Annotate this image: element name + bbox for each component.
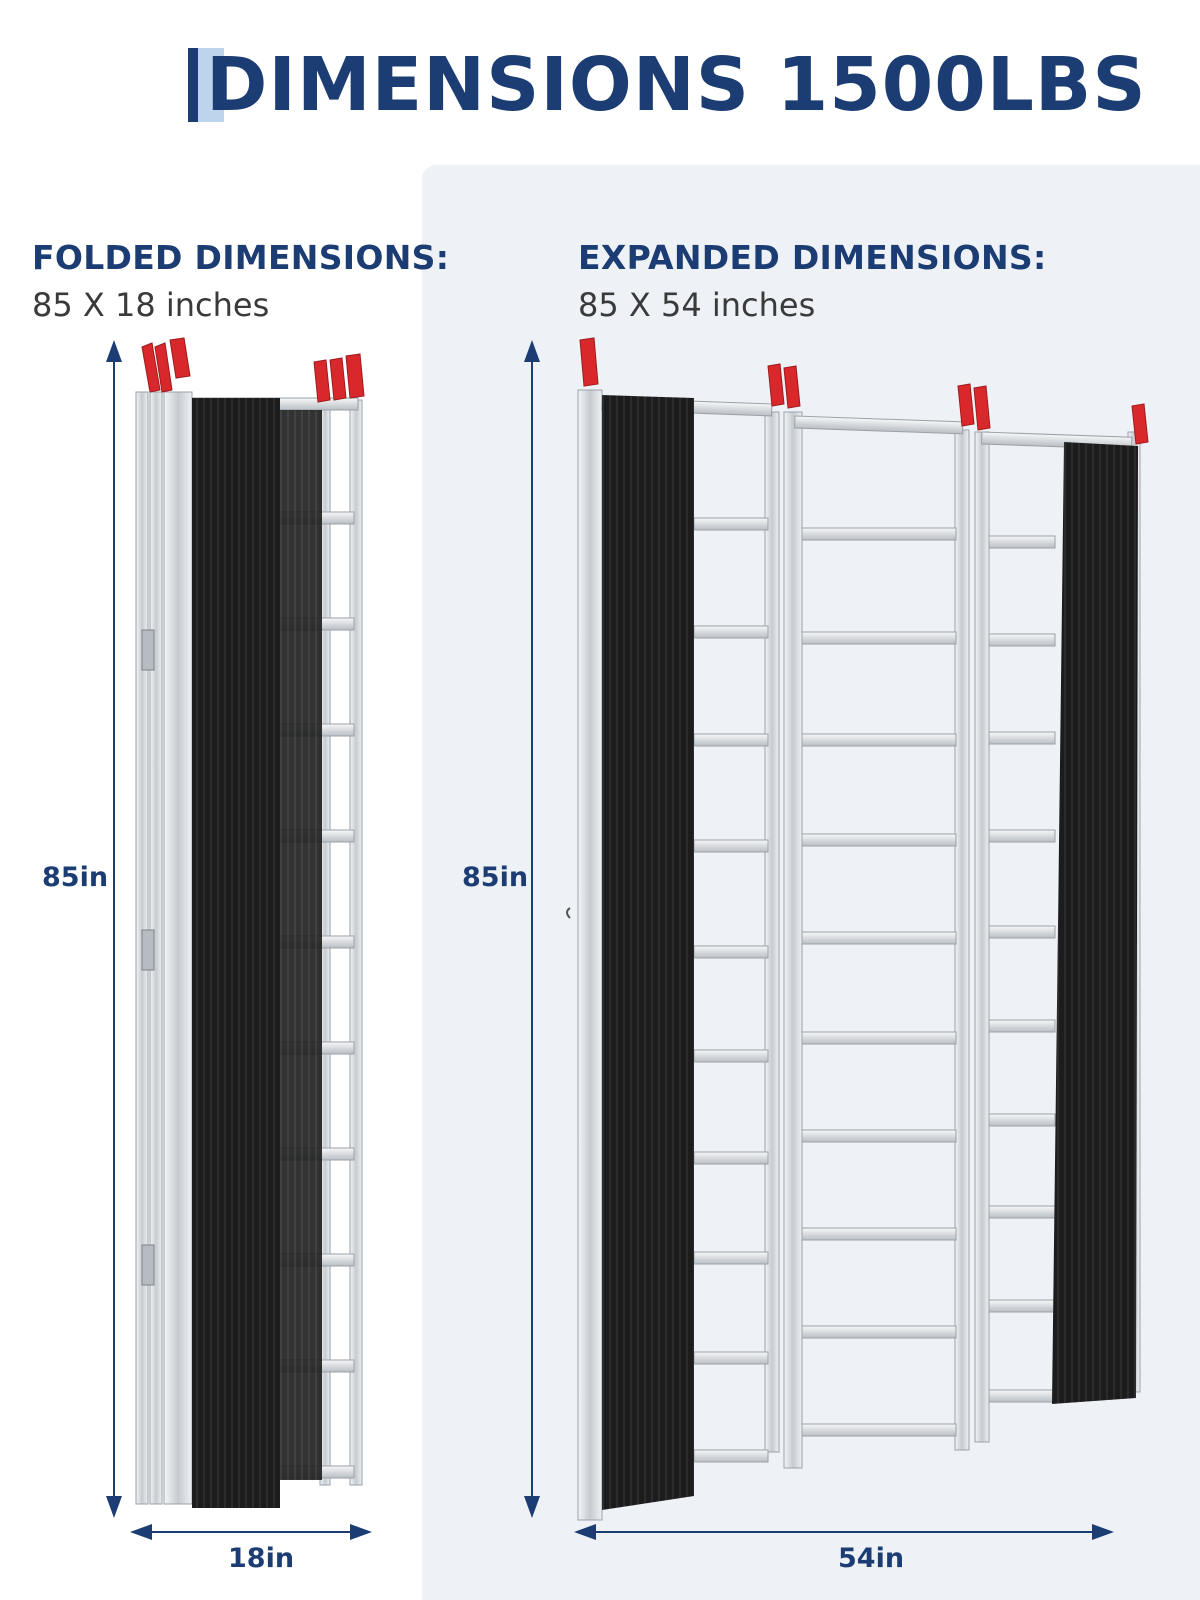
folded-ramp bbox=[135, 337, 365, 1508]
folded-height-arrow bbox=[106, 340, 122, 1518]
page-title: DIMENSIONS 1500LBS bbox=[206, 42, 1147, 128]
expanded-traction-mat-left bbox=[602, 395, 694, 1510]
folded-width-arrow bbox=[130, 1524, 372, 1540]
folded-traction-mat bbox=[192, 398, 280, 1508]
expanded-size: 85 X 54 inches bbox=[578, 286, 816, 324]
expanded-ramp bbox=[566, 337, 1149, 1521]
title-accent-highlight bbox=[198, 48, 224, 122]
latch-icon bbox=[566, 907, 571, 919]
folded-heading: FOLDED DIMENSIONS: bbox=[32, 238, 450, 277]
folded-size: 85 X 18 inches bbox=[32, 286, 270, 324]
expanded-width-arrow bbox=[574, 1524, 1114, 1540]
folded-width-label: 18in bbox=[228, 1543, 295, 1574]
hinge-icon bbox=[141, 629, 155, 671]
expanded-heading: EXPANDED DIMENSIONS: bbox=[578, 238, 1047, 277]
folded-height-label: 85in bbox=[42, 862, 109, 893]
expanded-height-label: 85in bbox=[462, 862, 529, 893]
expanded-traction-mat-right bbox=[1052, 442, 1138, 1404]
expanded-width-label: 54in bbox=[838, 1543, 905, 1574]
expanded-height-arrow bbox=[524, 340, 540, 1518]
title-accent-bar bbox=[188, 48, 198, 122]
